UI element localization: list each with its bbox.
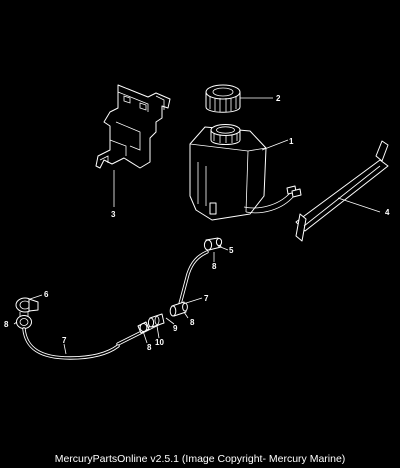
- callout-2: 2: [276, 94, 281, 103]
- inline-fittings-group: [137, 301, 188, 334]
- tank-cap-part: [205, 84, 241, 113]
- callout-4: 4: [385, 208, 390, 217]
- callout-7a: 7: [204, 294, 209, 303]
- callout-1: 1: [289, 137, 294, 146]
- lower-hose-part: [22, 327, 120, 360]
- fitting-part-5: [203, 237, 223, 251]
- callout-labels: 1 2 3 4 5 6 7 7 8 8 8 8 9 10: [4, 94, 390, 352]
- copyright-footer: MercuryPartsOnline v2.5.1 (Image Copyrig…: [54, 453, 346, 465]
- callout-8a: 8: [212, 262, 217, 271]
- callout-9: 9: [173, 324, 178, 333]
- callout-8d: 8: [4, 320, 9, 329]
- callout-3: 3: [111, 210, 116, 219]
- supply-hose-part: [116, 250, 209, 346]
- callout-8b: 8: [190, 318, 195, 327]
- callout-6: 6: [44, 290, 49, 299]
- leader-lines: [13, 97, 381, 355]
- callout-8c: 8: [147, 343, 152, 352]
- oil-reservoir-tank-part: [189, 124, 302, 221]
- mounting-bracket-part: [95, 84, 171, 169]
- retaining-strap-part: [295, 140, 389, 242]
- callout-7b: 7: [62, 336, 67, 345]
- callout-10: 10: [155, 338, 164, 347]
- callout-5: 5: [229, 246, 234, 255]
- clamp-fitting-part-6: [15, 297, 39, 329]
